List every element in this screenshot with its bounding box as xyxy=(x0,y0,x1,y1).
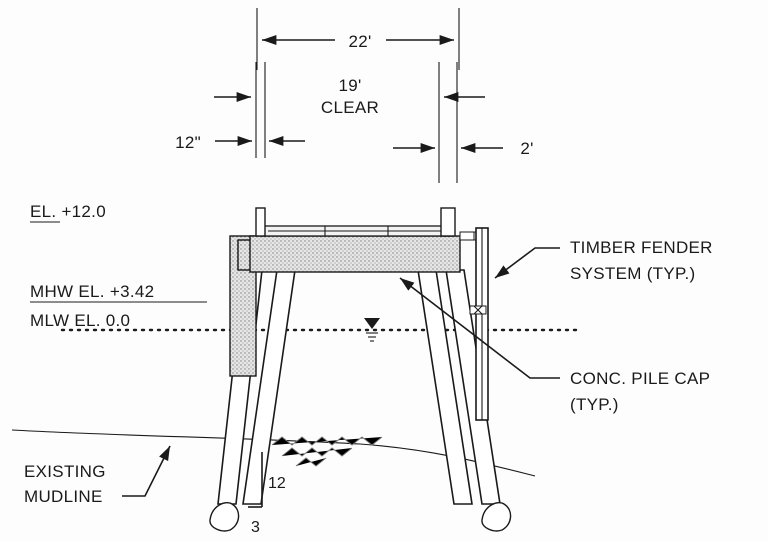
water-level-symbol xyxy=(364,318,380,342)
mudline-leader-arrow xyxy=(122,445,171,497)
pile-right-cut-end xyxy=(481,502,512,532)
timber-fender xyxy=(469,227,489,421)
clear-dimension-value: 19' xyxy=(338,76,361,95)
dimension-group: 22' 19' CLEAR 12" 2' xyxy=(175,8,533,183)
elevation-mlw-label: MLW EL. 0.0 xyxy=(30,311,130,330)
pile-cap xyxy=(229,207,485,377)
fender-leader-arrow xyxy=(494,247,560,279)
fender-callout-line2: SYSTEM (TYP.) xyxy=(570,264,695,283)
batter-rise-label: 12 xyxy=(268,475,286,492)
elevation-top-label: EL. +12.0 xyxy=(30,202,106,221)
mudline-callout-line2: MUDLINE xyxy=(24,487,103,506)
left-end-post xyxy=(255,207,266,237)
elevation-labels: EL. +12.0 MHW EL. +3.42 MLW EL. 0.0 xyxy=(30,202,207,330)
fender-bolt-plate-top xyxy=(459,231,475,241)
batter-slope-indicator: 12 3 xyxy=(248,452,286,536)
earth-hatch xyxy=(271,436,383,467)
pile-cap-leader-arrow xyxy=(399,277,560,379)
right-end-post xyxy=(440,207,456,237)
overall-dimension-label: 22' xyxy=(348,32,371,51)
fender-callout-line1: TIMBER FENDER xyxy=(570,238,713,257)
mudline-callout-line1: EXISTING xyxy=(24,462,106,481)
fender-bolt-x2 xyxy=(473,305,483,315)
left-thickness-label: 12" xyxy=(175,133,201,152)
batter-run-label: 3 xyxy=(251,519,260,536)
pile-cap-callout-line2: (TYP.) xyxy=(570,395,619,414)
pile-left-cut-end xyxy=(209,502,240,532)
concrete-pile-cap xyxy=(249,235,461,273)
elevation-mhw-label: MHW EL. +3.42 xyxy=(30,282,154,301)
leaders xyxy=(122,247,560,497)
pile-cap-callout-line1: CONC. PILE CAP xyxy=(570,369,710,388)
right-thickness-label: 2' xyxy=(520,139,533,158)
clear-dimension-word: CLEAR xyxy=(321,98,379,117)
